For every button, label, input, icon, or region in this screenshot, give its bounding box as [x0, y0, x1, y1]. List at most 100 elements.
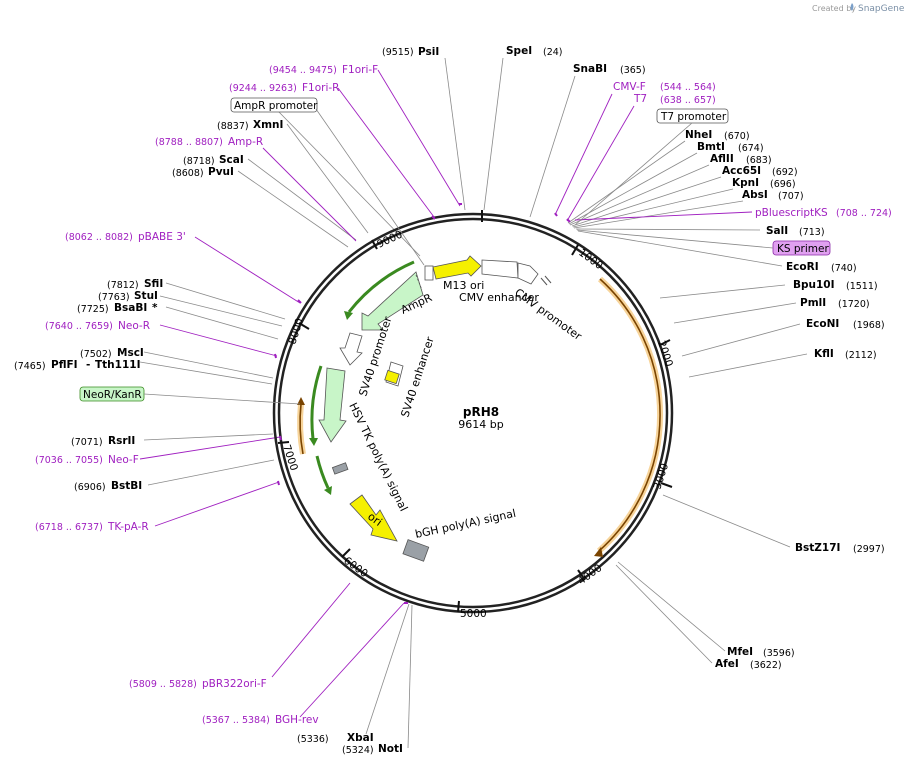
- enzyme-xbai: XbaI: [347, 732, 374, 744]
- created-by-text: Created by: [812, 4, 856, 13]
- ks-primer-connector: [576, 229, 774, 249]
- sv40-ori-feature: [384, 369, 400, 385]
- neo-orf-arc: [310, 365, 323, 440]
- tk-orf-arc-arrowhead: [324, 486, 332, 495]
- orf-arc-large-arrowhead: [594, 547, 603, 557]
- enzyme-pos-psii: (9515): [382, 47, 414, 58]
- cmv-enhancer-feature: [481, 259, 519, 279]
- enzyme-tth111i: Tth111I: [95, 359, 140, 371]
- primer-range-f1ori-r: (9244 .. 9263): [229, 83, 297, 94]
- enzyme-sfii: SfiI: [144, 278, 163, 290]
- enzyme-msci: MscI: [117, 347, 144, 359]
- m13-ori-label: M13 ori: [443, 279, 484, 292]
- primer-pbr322ori-f: pBR322ori-F: [202, 678, 267, 690]
- ampr-orf-arc: [347, 260, 415, 313]
- primer-neo-f: Neo-F: [108, 454, 139, 466]
- enzyme-mfei: MfeI: [727, 646, 753, 658]
- tick-label-5000: 5000: [460, 608, 487, 620]
- primer-labels: (9454 .. 9475) F1ori-F (9244 .. 9263) F1…: [35, 64, 892, 726]
- cmv-promoter-feature: [517, 262, 539, 285]
- tick-label-4000: 4000: [576, 562, 605, 587]
- enzyme-absi: AbsI: [742, 189, 768, 201]
- sv40-promoter-feature: [339, 332, 363, 366]
- ks-primer-box-label: KS primer: [777, 243, 829, 255]
- enzyme-pos-sali: (713): [799, 227, 825, 238]
- enzyme-sali: SalI: [766, 225, 788, 237]
- tick-label-1000: 1000: [576, 247, 605, 272]
- enzyme-pos-bstbi: (6906): [74, 482, 106, 493]
- enzyme-connector-lines: [139, 57, 808, 749]
- enzyme-pos-snabi: (365): [620, 65, 646, 76]
- enzyme-psii: PsiI: [418, 46, 439, 58]
- primer-range-neo-r: (7640 .. 7659): [45, 321, 113, 332]
- enzyme-pos-kpni: (696): [770, 179, 796, 190]
- enzyme-pos-bsabi: (7725): [77, 304, 109, 315]
- cmv-promoter-label: CMV promoter: [512, 286, 584, 343]
- enzyme-scai: ScaI: [219, 154, 244, 166]
- enzyme-bstz17i: BstZ17I: [795, 542, 840, 554]
- m13-ori-feature: [432, 255, 482, 280]
- orf-arc-small: [299, 403, 304, 455]
- primer-range-pbluescriptks: (708 .. 724): [836, 208, 892, 219]
- ampr-promoter-feature: [424, 265, 434, 281]
- primer-pbabe3: pBABE 3': [138, 231, 186, 243]
- enzyme-snabi: SnaBI: [573, 63, 607, 75]
- enzyme-pos-ecori: (740): [831, 263, 857, 274]
- primer-range-bgh-rev: (5367 .. 5384): [202, 715, 270, 726]
- enzyme-dash: -: [86, 359, 90, 371]
- enzyme-pos-kfli: (2112): [845, 350, 877, 361]
- enzyme-pos-xmni: (8837): [217, 121, 249, 132]
- primer-t7: T7: [633, 93, 647, 105]
- neo-orf-arc-arrowhead: [309, 438, 318, 446]
- plasmid-name: pRH8: [463, 405, 499, 419]
- primer-range-neo-f: (7036 .. 7055): [35, 455, 103, 466]
- enzyme-pos-aflii: (683): [746, 155, 772, 166]
- primer-range-cmv-f: (544 .. 564): [660, 82, 716, 93]
- snapgene-brand: SnapGene: [858, 4, 905, 14]
- neo-kanr-connector: [143, 393, 301, 405]
- ori-feature: [349, 494, 398, 542]
- bgh-polya-label: bGH poly(A) signal: [414, 507, 517, 541]
- boxed-labels: AmpR promoter T7 promoter KS primer NeoR…: [79, 97, 831, 402]
- enzyme-pos-noti: (5324): [342, 745, 374, 756]
- orf-arc-large-halo: [596, 276, 664, 554]
- primer-range-pbr322ori-f: (5809 .. 5828): [129, 679, 197, 690]
- enzyme-nhei: NheI: [685, 129, 712, 141]
- enzyme-pos-afei: (3622): [750, 660, 782, 671]
- primer-cmv-f: CMV-F: [613, 81, 646, 93]
- ampr-promoter-box: [230, 97, 318, 113]
- t7-promoter-connector: [574, 122, 693, 226]
- enzyme-kfli: KflI: [814, 348, 834, 360]
- enzyme-pvui: PvuI: [208, 166, 234, 178]
- cmv-promoter-marker: [540, 277, 548, 286]
- enzyme-rsrii: RsrII: [108, 435, 135, 447]
- neo-kanr-feature: [318, 367, 347, 443]
- enzyme-bsabi: BsaBI: [114, 302, 147, 314]
- enzyme-ecori: EcoRI: [786, 261, 819, 273]
- hsv-tk-polya-label: HSV TK poly(A) signal: [346, 401, 410, 514]
- enzyme-pos-bstz17i: (2997): [853, 544, 885, 555]
- ampr-feature: [361, 271, 424, 331]
- plasmid-length: 9614 bp: [458, 418, 503, 431]
- primer-range-f1ori-f: (9454 .. 9475): [269, 65, 337, 76]
- enzyme-pos-acc65i: (692): [772, 167, 798, 178]
- enzyme-aflii: AflII: [710, 153, 734, 165]
- enzyme-pmli: PmlI: [800, 297, 826, 309]
- hsv-tk-polya-feature: [331, 462, 349, 475]
- primer-tk-pa-r: TK-pA-R: [107, 521, 149, 533]
- primer-ring-marks: [274, 203, 571, 604]
- enzyme-afei: AfeI: [715, 658, 739, 670]
- enzyme-bmti: BmtI: [697, 141, 725, 153]
- enzyme-pos-nhei: (670): [724, 131, 750, 142]
- enzyme-kpni: KpnI: [732, 177, 759, 189]
- enzyme-econi: EcoNI: [806, 318, 839, 330]
- enzyme-pos-spei: (24): [543, 47, 563, 58]
- enzyme-bstbi: BstBI: [111, 480, 142, 492]
- snapgene-logo-icon: [850, 3, 854, 11]
- enzyme-pos-absi: (707): [778, 191, 804, 202]
- backbone-inner-ring: [277, 217, 669, 609]
- enzyme-bsabi-asterisk: *: [152, 302, 158, 314]
- enzyme-pos-pvui: (8608): [172, 168, 204, 179]
- bgh-polya-feature: [402, 539, 430, 562]
- enzyme-pos-scai: (8718): [183, 156, 215, 167]
